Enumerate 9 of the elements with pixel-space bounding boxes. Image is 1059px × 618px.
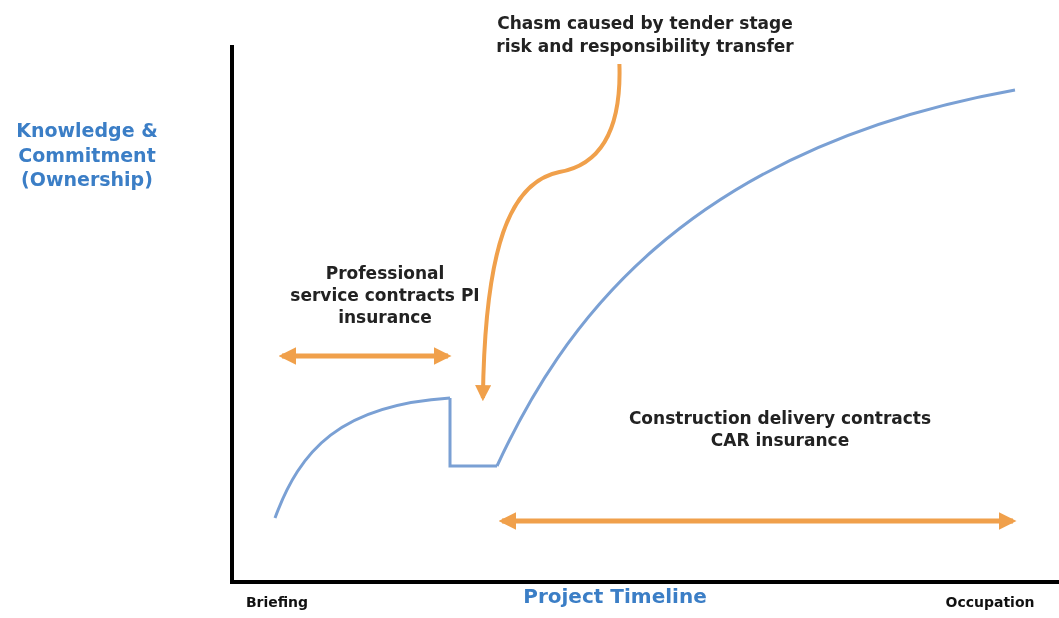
leader-arrow bbox=[475, 64, 622, 402]
axis-label: Briefing bbox=[244, 593, 310, 612]
axis-label: Occupation bbox=[944, 593, 1036, 612]
annotation: Professional service contracts PI insurance bbox=[290, 262, 480, 329]
axis-title: Knowledge & Commitment (Ownership) bbox=[15, 118, 159, 193]
annotation: Construction delivery contracts CAR insurance bbox=[627, 407, 933, 452]
callout-text: Chasm caused by tender stage risk and responsibility transfer bbox=[485, 6, 805, 64]
axis-title: Project Timeline bbox=[522, 583, 708, 609]
curve-dip bbox=[448, 398, 497, 468]
